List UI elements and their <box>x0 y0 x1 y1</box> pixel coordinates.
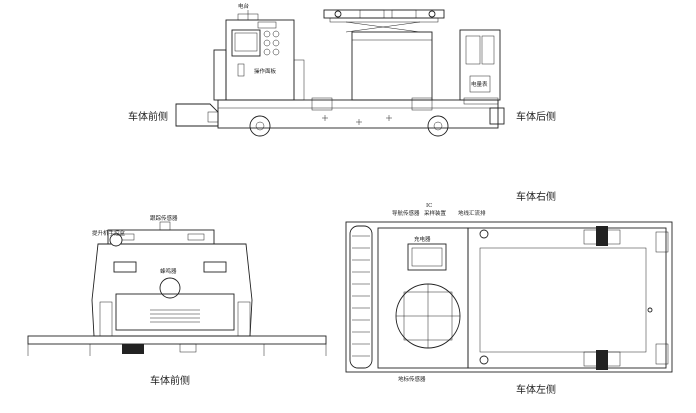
label-lift-hand-operator: 提升机手控盒 <box>92 231 126 237</box>
label-ic: IC <box>426 203 433 209</box>
side-view-vehicle <box>175 9 505 137</box>
label-landmark-sensor: 地标传感器 <box>398 377 426 383</box>
view-title-right-side: 车体右侧 <box>516 192 556 203</box>
label-charger: 充电器 <box>414 237 431 243</box>
label-electric-cabinet: 电台 <box>238 4 250 10</box>
top-view-vehicle <box>345 221 673 373</box>
view-title-left-side: 车体左侧 <box>516 385 556 396</box>
view-title-front-side: 车体前侧 <box>128 112 168 123</box>
label-operation-panel: 操作面板 <box>254 69 277 75</box>
label-buzzer: 蜂鸣器 <box>160 269 177 275</box>
view-title-front-view: 车体前侧 <box>150 376 190 387</box>
label-tracking-sensor: 跟踪传感器 <box>150 216 178 222</box>
label-ground-bus: 地线汇流排 <box>458 211 486 217</box>
label-sampling-unit: 采样装置 <box>424 211 447 217</box>
view-title-rear-side: 车体后侧 <box>516 112 556 123</box>
label-battery: 电量表 <box>471 82 488 88</box>
front-view-vehicle <box>27 221 327 356</box>
label-guide-sensor: 导航传感器 <box>392 211 420 217</box>
